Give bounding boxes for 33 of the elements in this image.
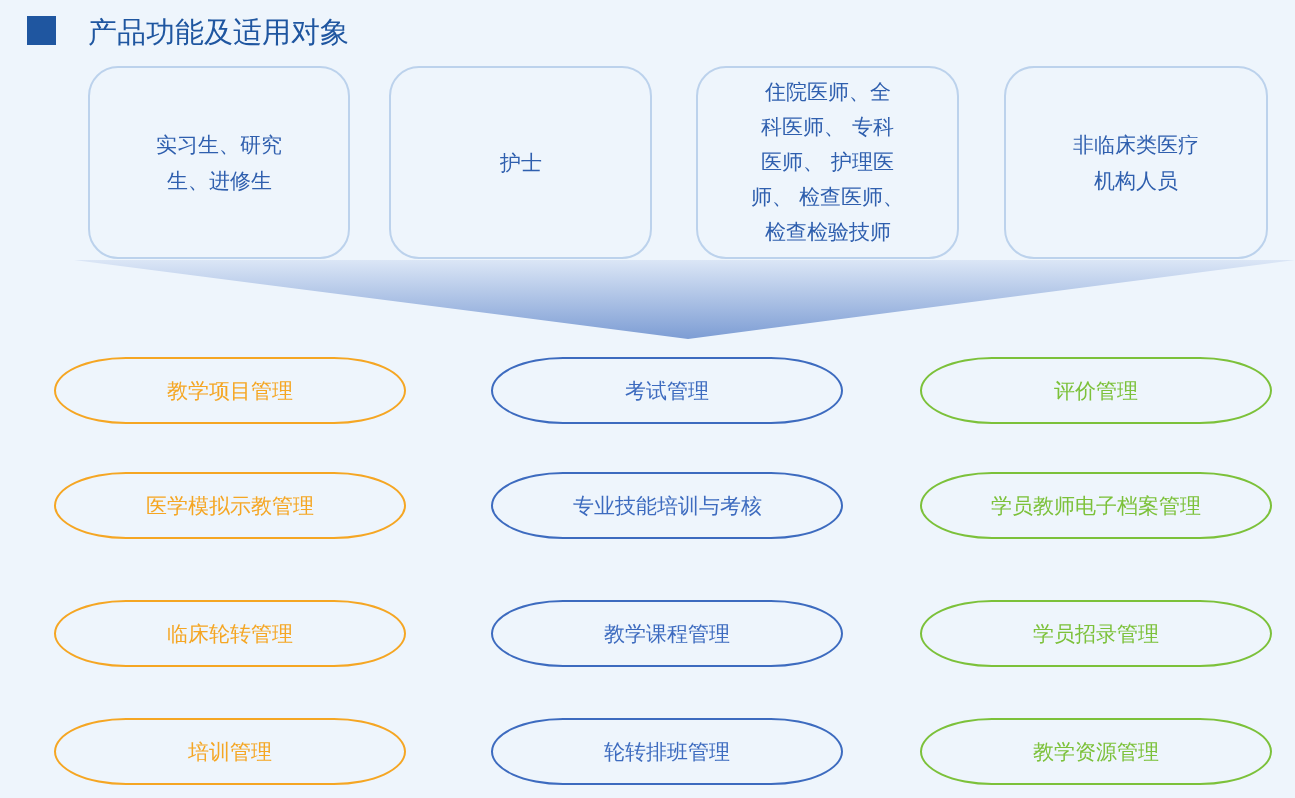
function-label: 学员招录管理 (1033, 620, 1159, 648)
function-pill (491, 718, 843, 785)
function-pill (54, 718, 406, 785)
function-pill (54, 472, 406, 539)
audience-card (1004, 66, 1268, 259)
function-label: 学员教师电子档案管理 (991, 492, 1201, 520)
audience-label: 住院医师、全科医师、 专科医师、 护理医师、 检查医师、检查检验技师 (750, 79, 905, 246)
function-label: 专业技能培训与考核 (572, 492, 762, 520)
diagram-title: 产品功能及适用对象 (88, 14, 349, 51)
audience-card (696, 66, 959, 259)
function-pill (54, 600, 406, 667)
audience-card (389, 66, 652, 259)
audience-label: 实习生、研究生、进修生 (155, 131, 283, 195)
function-pill (920, 472, 1272, 539)
function-pill (491, 357, 843, 424)
function-pill (920, 600, 1272, 667)
audience-card (88, 66, 350, 259)
function-pill (920, 718, 1272, 785)
function-label: 考试管理 (625, 377, 709, 405)
function-label: 培训管理 (188, 738, 272, 766)
function-label: 医学模拟示教管理 (146, 492, 314, 520)
audience-label: 非临床类医疗机构人员 (1072, 131, 1200, 195)
function-pill (491, 600, 843, 667)
audience-label: 护士 (498, 149, 543, 177)
function-label: 临床轮转管理 (167, 620, 293, 648)
function-pill (54, 357, 406, 424)
function-label: 轮转排班管理 (604, 738, 730, 766)
function-label: 教学项目管理 (167, 377, 293, 405)
function-label: 教学资源管理 (1033, 738, 1159, 766)
function-pill (491, 472, 843, 539)
function-label: 教学课程管理 (604, 620, 730, 648)
function-label: 评价管理 (1054, 377, 1138, 405)
function-pill (920, 357, 1272, 424)
